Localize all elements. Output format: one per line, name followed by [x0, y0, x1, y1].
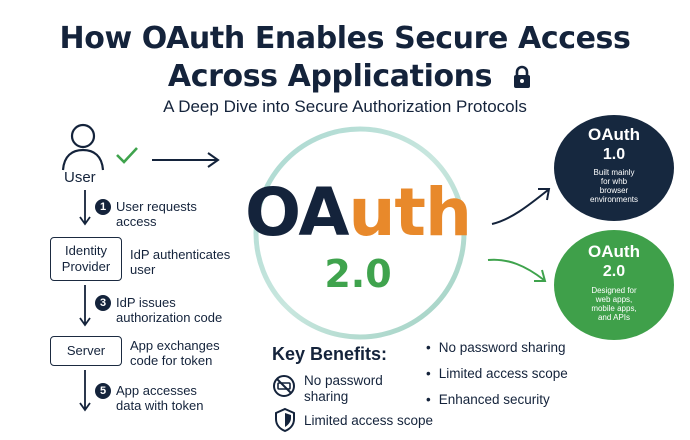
no-password-icon: [273, 375, 295, 397]
identity-provider-box: Identity Provider: [50, 237, 122, 281]
idp-line2: Provider: [61, 259, 111, 274]
step-5-line2: data with token: [116, 398, 204, 413]
shield-icon: [275, 407, 295, 433]
oauth-logo-text: OAuth: [218, 178, 498, 248]
step-2-line2: user: [130, 262, 156, 277]
oauth-1-badge: OAuth 1.0 Built mainly for whb browser e…: [554, 115, 674, 221]
idp-line1: Identity: [65, 243, 107, 258]
oauth-1-desc-3: browser: [599, 186, 629, 195]
page-subtitle: A Deep Dive into Secure Authorization Pr…: [163, 97, 527, 116]
bullet-1-text: No password sharing: [438, 340, 566, 355]
key-benefits-heading: Key Benefits:: [272, 344, 388, 364]
oauth-1-desc-2: for whb: [600, 177, 628, 186]
check-icon: [116, 147, 138, 164]
oauth-1-desc-4: environments: [589, 195, 639, 204]
bullet-2-dot: •: [426, 366, 431, 381]
oauth-2-desc-2: web apps,: [595, 295, 633, 304]
step-2-text: IdP authenticates user: [130, 247, 230, 277]
oauth-logo-oa: OA: [245, 174, 349, 251]
oauth-2-desc-1: Designed for: [591, 286, 637, 295]
step-number-5: 5: [95, 383, 111, 399]
step-number-1: 1: [95, 199, 111, 215]
flow-arrow-2: [79, 285, 91, 327]
step-4-line2: code for token: [130, 353, 213, 368]
flow-arrow-3: [79, 370, 91, 412]
step-3-text: IdP issues authorization code: [116, 295, 222, 325]
user-label: User: [64, 169, 96, 186]
lock-icon: [514, 65, 530, 88]
icon-benefit-limited-scope: Limited access scope: [304, 413, 434, 428]
oauth-2-desc-4: and APIs: [597, 313, 631, 322]
bullet-3-text: Enhanced security: [438, 392, 550, 407]
bullet-2-text: Limited access scope: [438, 366, 568, 381]
oauth-ring: [253, 126, 467, 340]
icon-benefit-no-password-line2: sharing: [304, 389, 349, 404]
step-number-3: 3: [95, 295, 111, 311]
icon-benefit-no-password-line1: No password: [304, 373, 383, 388]
oauth-2-badge: OAuth 2.0 Designed for web apps, mobile …: [554, 230, 674, 340]
bullet-2: • Limited access scope: [426, 366, 568, 381]
oauth-1-title: OAuth: [588, 125, 640, 144]
oauth-2-title: OAuth: [588, 242, 640, 261]
step-1-line2: access: [116, 214, 157, 229]
bullet-3: • Enhanced security: [426, 392, 550, 407]
step-1-text: User requests access: [116, 199, 197, 229]
oauth-1-version: 1.0: [602, 146, 626, 163]
user-icon: [61, 123, 105, 171]
step-3-line2: authorization code: [116, 310, 223, 325]
step-1-line1: User requests: [116, 199, 197, 214]
step-5-line1: App accesses: [116, 383, 197, 398]
arrow-to-oauth1: [491, 188, 551, 225]
arrow-to-oauth2: [487, 258, 547, 282]
oauth-2-version: 2.0: [602, 263, 626, 280]
page-title-line1: How OAuth Enables Secure Access: [59, 21, 631, 56]
step-5-text: App accesses data with token: [116, 383, 203, 413]
flow-arrow-1: [79, 190, 91, 226]
oauth-version: 2.0: [324, 252, 392, 296]
step-4-text: App exchanges code for token: [130, 338, 220, 368]
oauth-logo-uth: uth: [348, 174, 472, 251]
page-title-line2: Across Applications: [167, 59, 493, 94]
step-4-line1: App exchanges: [130, 338, 220, 353]
bullet-1-dot: •: [426, 340, 431, 355]
oauth-1-desc-1: Built mainly: [593, 168, 635, 177]
oauth-2-desc-3: mobile apps,: [591, 304, 637, 313]
icon-benefit-no-password: No password sharing: [304, 373, 383, 405]
server-box: Server: [50, 336, 122, 366]
arrow-right-icon: [152, 152, 220, 168]
step-3-line1: IdP issues: [116, 295, 176, 310]
bullet-3-dot: •: [426, 392, 431, 407]
step-2-line1: IdP authenticates: [130, 247, 231, 262]
bullet-1: • No password sharing: [426, 340, 566, 355]
